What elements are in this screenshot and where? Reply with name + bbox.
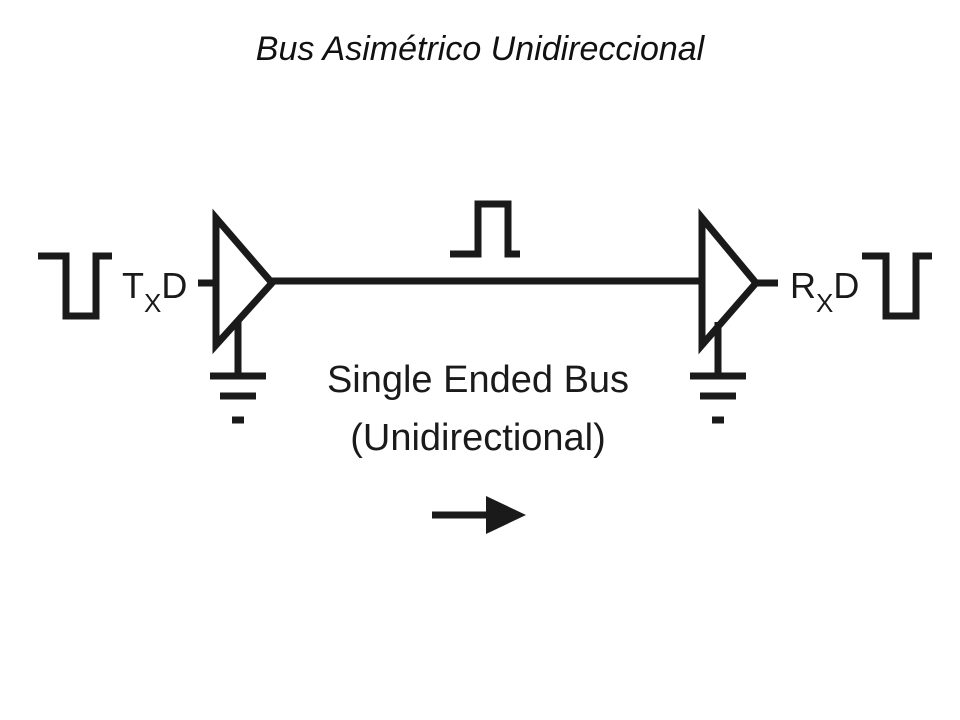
tx-buffer-triangle-icon — [212, 208, 277, 355]
rx-ground-icon — [690, 322, 746, 424]
rx-label: RXD — [790, 265, 859, 318]
rx-square-wave-icon — [862, 252, 932, 320]
arrow-right-icon — [486, 496, 526, 534]
bus-caption-line2: (Unidirectional) — [350, 417, 606, 459]
tx-label: TXD — [122, 265, 187, 318]
pulse-icon — [450, 200, 520, 258]
tx-ground-icon — [210, 322, 266, 424]
tx-square-wave-icon — [38, 252, 112, 320]
page-title: Bus Asimétrico Unidireccional — [255, 30, 705, 68]
bus-caption-line1: Single Ended Bus — [327, 359, 629, 401]
rx-buffer-triangle-icon — [698, 208, 761, 355]
